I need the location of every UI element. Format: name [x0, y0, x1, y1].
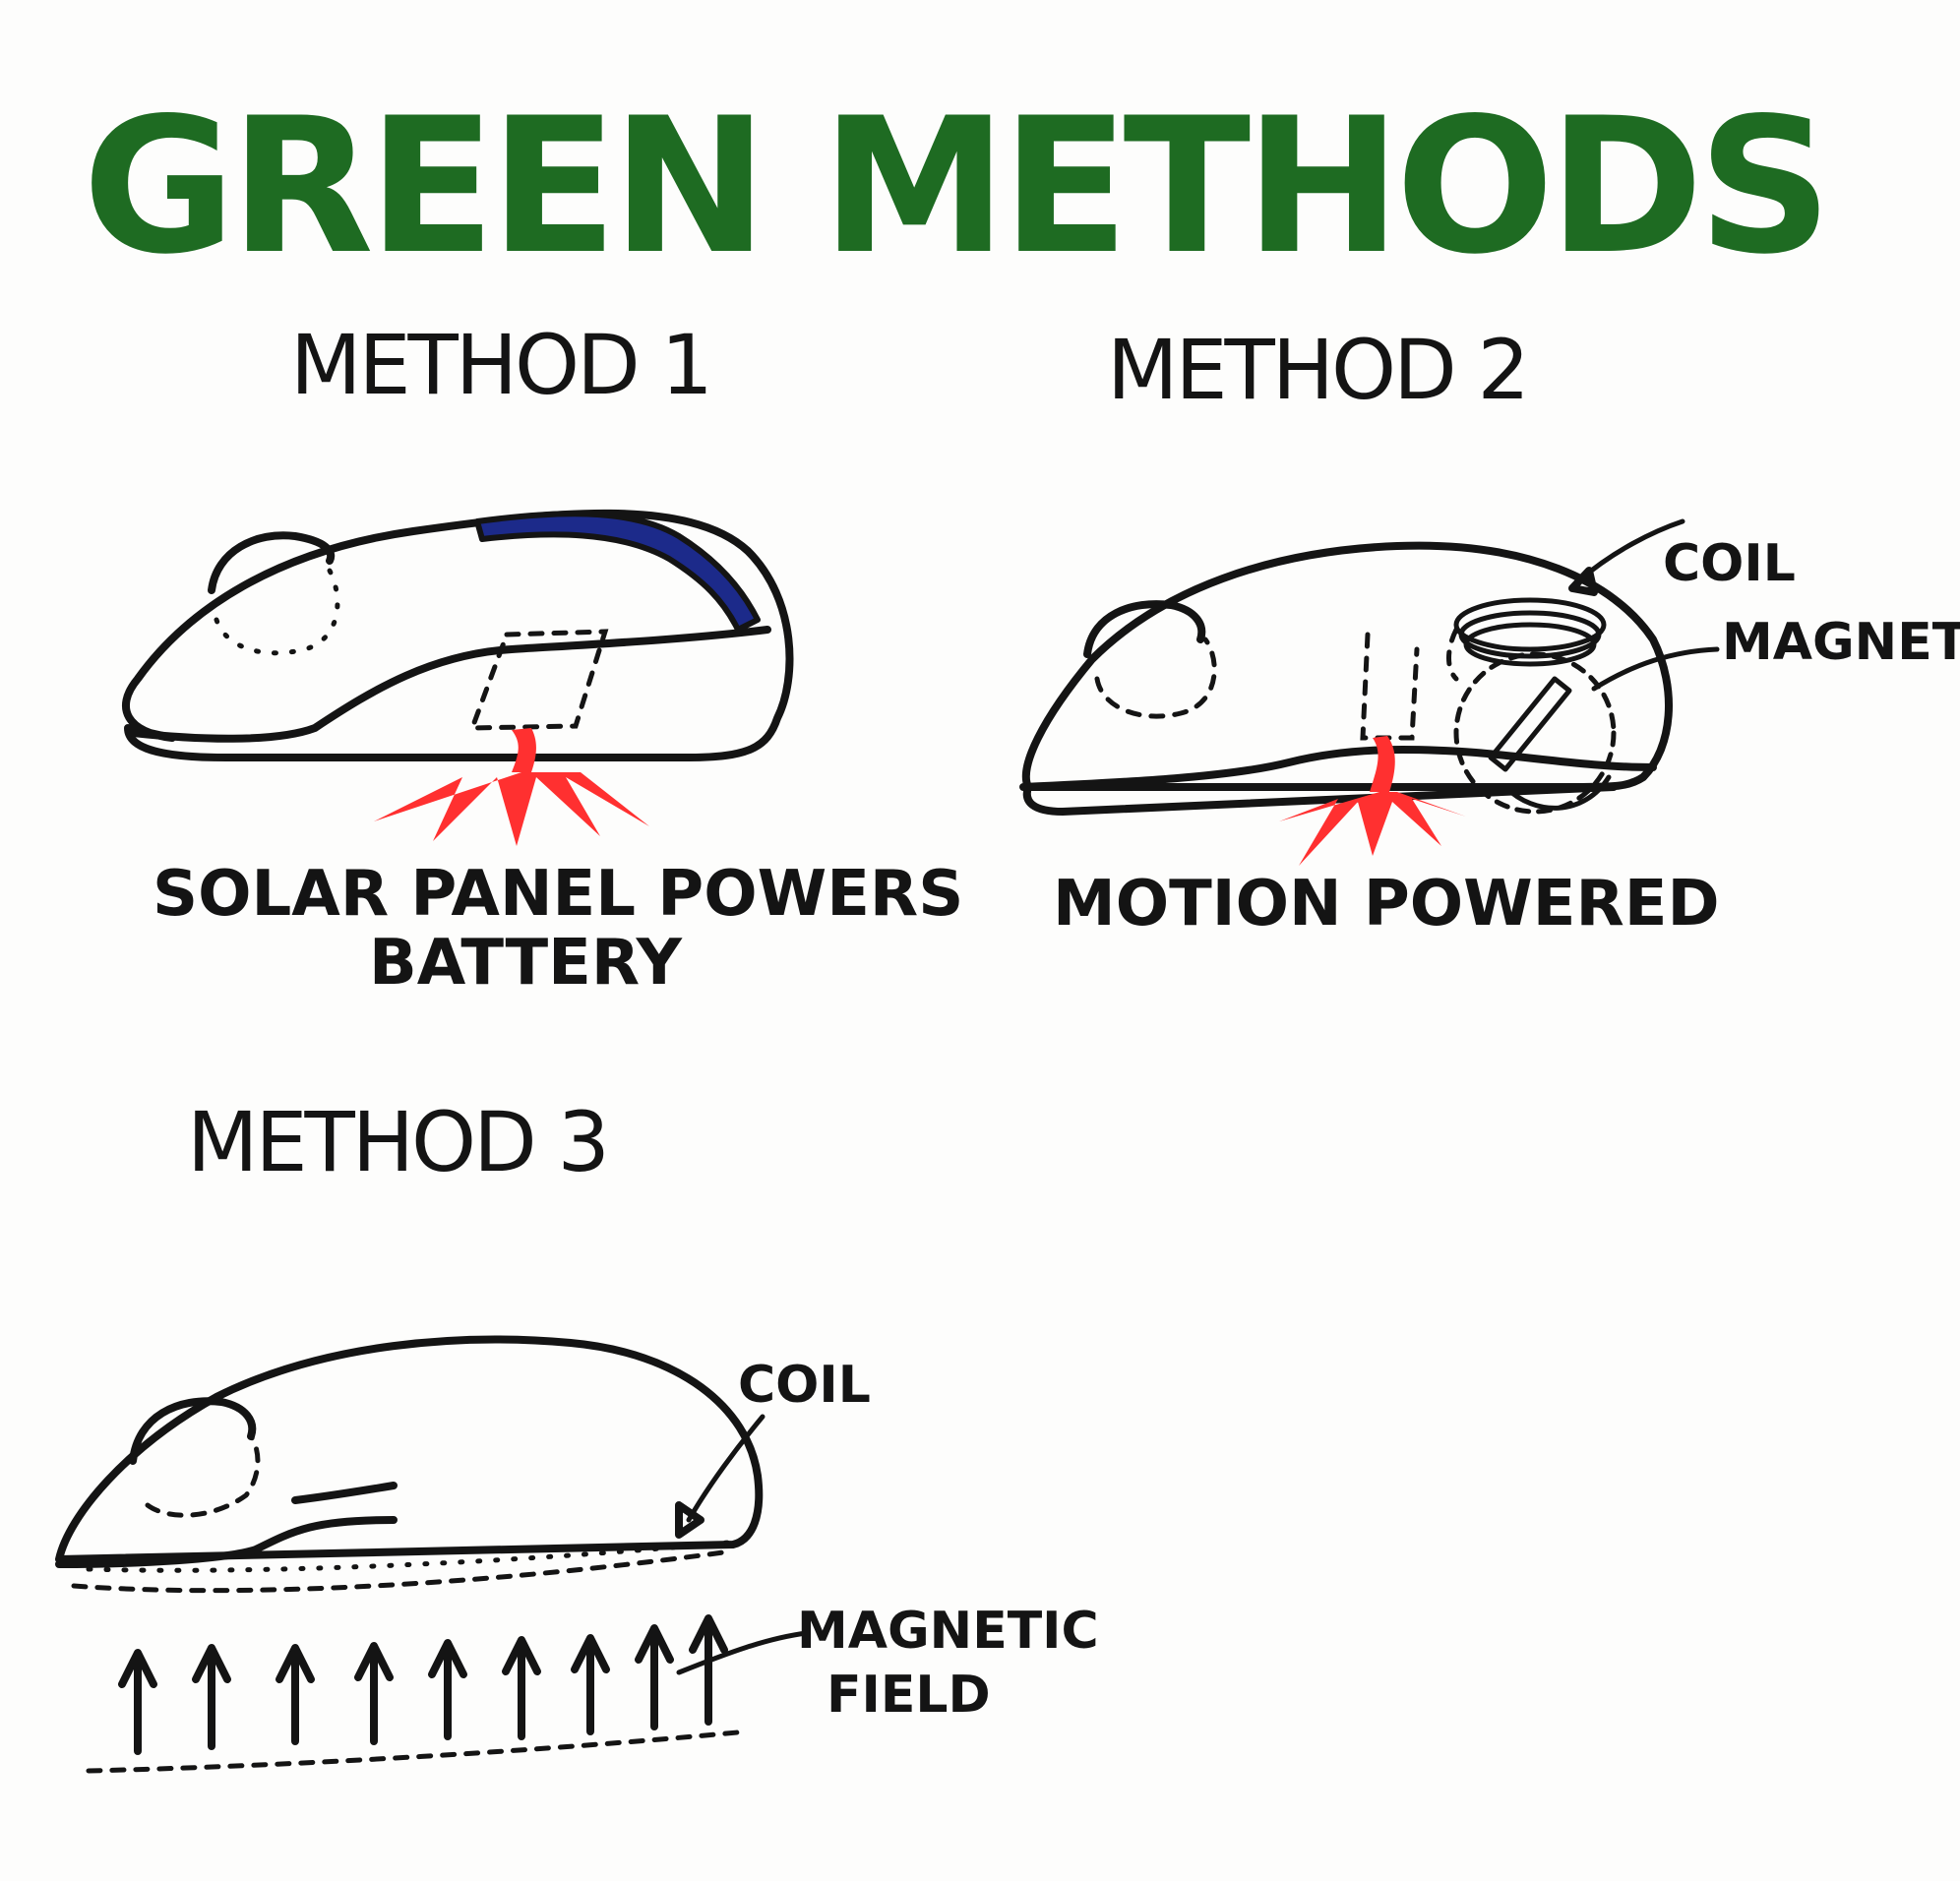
- method-1-heading: METHOD 1: [290, 317, 710, 413]
- method-2-caption: MOTION POWERED: [1053, 868, 1720, 940]
- magnet-leader-line: [1591, 646, 1720, 692]
- mouse-shell-line: [1019, 746, 1657, 791]
- light-rays: [374, 772, 649, 846]
- coil-base-dots: [86, 1540, 731, 1573]
- method-2: METHOD 2: [1019, 322, 1960, 940]
- mouse-wheel-hidden: [214, 568, 340, 656]
- magnet-bar: [1488, 676, 1572, 772]
- method-1-mouse: [122, 509, 794, 846]
- generator-box: [1360, 632, 1420, 741]
- field-source-line: [86, 1729, 751, 1774]
- field-arrow: [118, 1649, 157, 1755]
- magnet-housing-arc: [1502, 774, 1612, 811]
- light-rays: [1279, 792, 1466, 866]
- field-arrow: [428, 1639, 467, 1740]
- light-stem: [512, 728, 536, 772]
- magnet-housing: [1453, 651, 1617, 815]
- coil-inner-dash: [1446, 627, 1459, 682]
- battery-box: [468, 629, 609, 731]
- method-1-caption-line-1: SOLAR PANEL POWERS: [153, 858, 963, 931]
- mouse-base: [1022, 783, 1618, 816]
- method-1-caption-line-2: BATTERY: [369, 927, 683, 1000]
- field-arrow: [192, 1644, 231, 1750]
- method-3-heading: METHOD 3: [187, 1094, 607, 1190]
- magnetic-field-arrows: [118, 1614, 728, 1755]
- mouse-body-outline: [122, 509, 794, 761]
- mouse-wheel-bump: [129, 1397, 257, 1465]
- coil-leader-line: [686, 1414, 766, 1523]
- method-2-magnet-label: MAGNET: [1722, 613, 1960, 672]
- mouse-shell-line: [55, 1516, 398, 1568]
- mouse-top-stroke: [291, 1482, 398, 1504]
- method-2-heading: METHOD 2: [1107, 322, 1527, 418]
- method-3-mouse: [55, 1335, 810, 1774]
- field-arrow: [689, 1614, 728, 1726]
- field-arrow: [635, 1624, 674, 1730]
- method-3-field-label-line-2: FIELD: [827, 1666, 991, 1725]
- method-2-mouse: [1019, 518, 1720, 866]
- coil-ring-1: [1453, 597, 1607, 652]
- method-3-coil-label: COIL: [738, 1356, 871, 1415]
- field-leader-line: [676, 1630, 810, 1675]
- light-stem: [1370, 736, 1395, 792]
- method-3: METHOD 3: [55, 1094, 1099, 1774]
- page-title: GREEN METHODS: [83, 78, 1827, 295]
- field-arrow: [502, 1636, 541, 1740]
- coil-leader-arrow: [675, 1501, 704, 1539]
- method-2-coil-label: COIL: [1663, 534, 1796, 593]
- mouse-wheel-bump: [208, 531, 336, 594]
- mouse-body-outline: [55, 1335, 764, 1563]
- coil-ring-3: [1463, 622, 1597, 667]
- method-3-field-label-line-1: MAGNETIC: [797, 1602, 1099, 1661]
- method-1: METHOD 1 SOLAR PANEL POWERS BATTERY: [122, 317, 963, 1000]
- field-arrow: [571, 1634, 610, 1735]
- mouse-wheel-hidden: [145, 1433, 261, 1518]
- coil-ring-2: [1458, 610, 1602, 659]
- mouse-shell-line: [129, 626, 771, 743]
- mouse-wheel-bump: [1083, 600, 1206, 658]
- field-arrow: [276, 1644, 315, 1745]
- coil-base: [71, 1549, 726, 1594]
- field-arrow: [354, 1642, 394, 1745]
- coil-leader-arrow: [1568, 567, 1598, 596]
- solar-panel-strip: [474, 511, 761, 633]
- mouse-wheel-hidden: [1094, 637, 1217, 719]
